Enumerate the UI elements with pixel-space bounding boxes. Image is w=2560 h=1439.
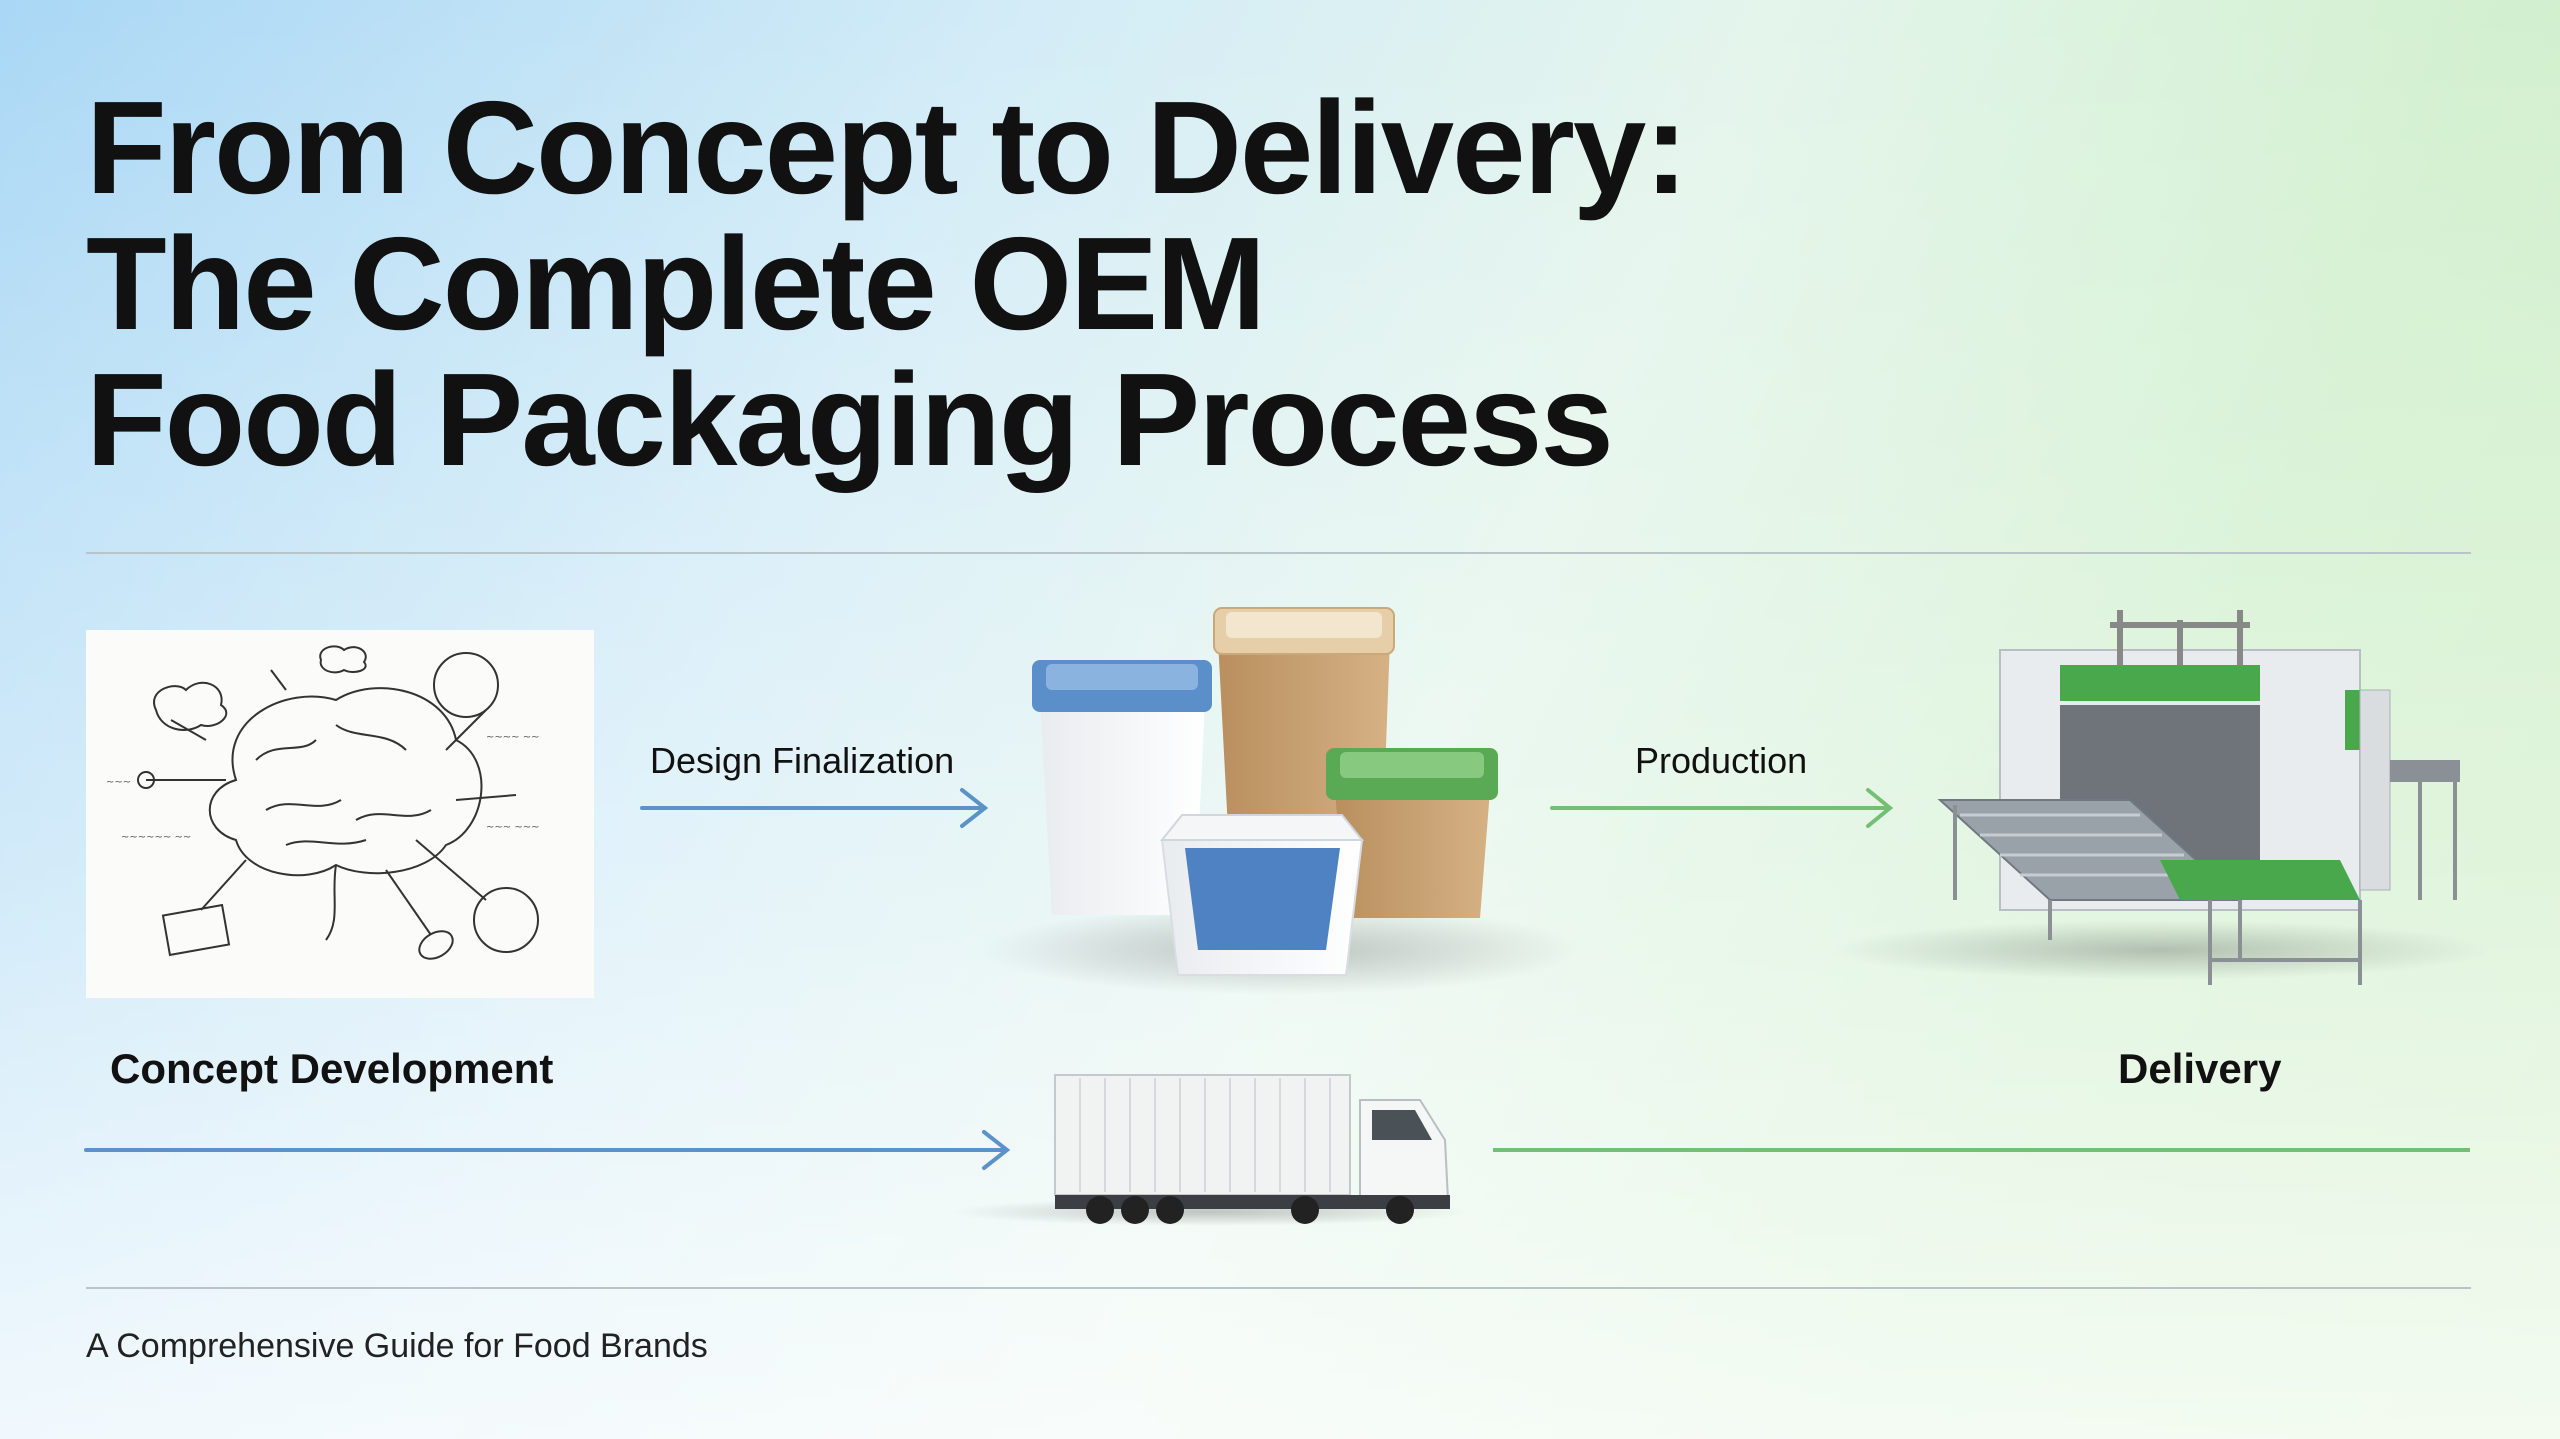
packaging-containers-illustration xyxy=(980,607,1580,995)
concept-sketch-image: ~~~ ~~~~ ~~ ~~~ ~~~ ~~~~~~ ~~ xyxy=(86,630,594,998)
arrow-design xyxy=(640,788,989,828)
svg-text:~~~~ ~~: ~~~~ ~~ xyxy=(486,732,539,743)
arrow-concept-to-truck xyxy=(84,1130,1011,1170)
title-line-3: Food Packaging Process xyxy=(86,346,1614,493)
title-line-1: From Concept to Delivery: xyxy=(86,74,1688,221)
delivery-truck-illustration xyxy=(950,1074,1470,1226)
production-machine-illustration xyxy=(1830,610,2490,985)
subtitle: A Comprehensive Guide for Food Brands xyxy=(86,1327,708,1365)
title-line-2: The Complete OEM xyxy=(86,210,1266,357)
svg-text:~~~: ~~~ xyxy=(106,777,131,788)
step-label-concept-development: Concept Development xyxy=(110,1045,554,1092)
divider-top xyxy=(86,552,2471,554)
brain-sketch-illustration: ~~~ ~~~~ ~~ ~~~ ~~~ ~~~~~~ ~~ xyxy=(106,645,539,960)
step-label-delivery: Delivery xyxy=(2118,1045,2282,1092)
arrow-production xyxy=(1550,788,1894,828)
step-label-design-finalization: Design Finalization xyxy=(650,740,955,781)
page-title: From Concept to Delivery: The Complete O… xyxy=(86,80,1986,488)
divider-bottom xyxy=(86,1287,2471,1289)
svg-text:~~~~~~ ~~: ~~~~~~ ~~ xyxy=(121,832,191,843)
svg-text:~~~ ~~~: ~~~ ~~~ xyxy=(486,822,539,833)
step-label-production: Production xyxy=(1635,740,1808,781)
